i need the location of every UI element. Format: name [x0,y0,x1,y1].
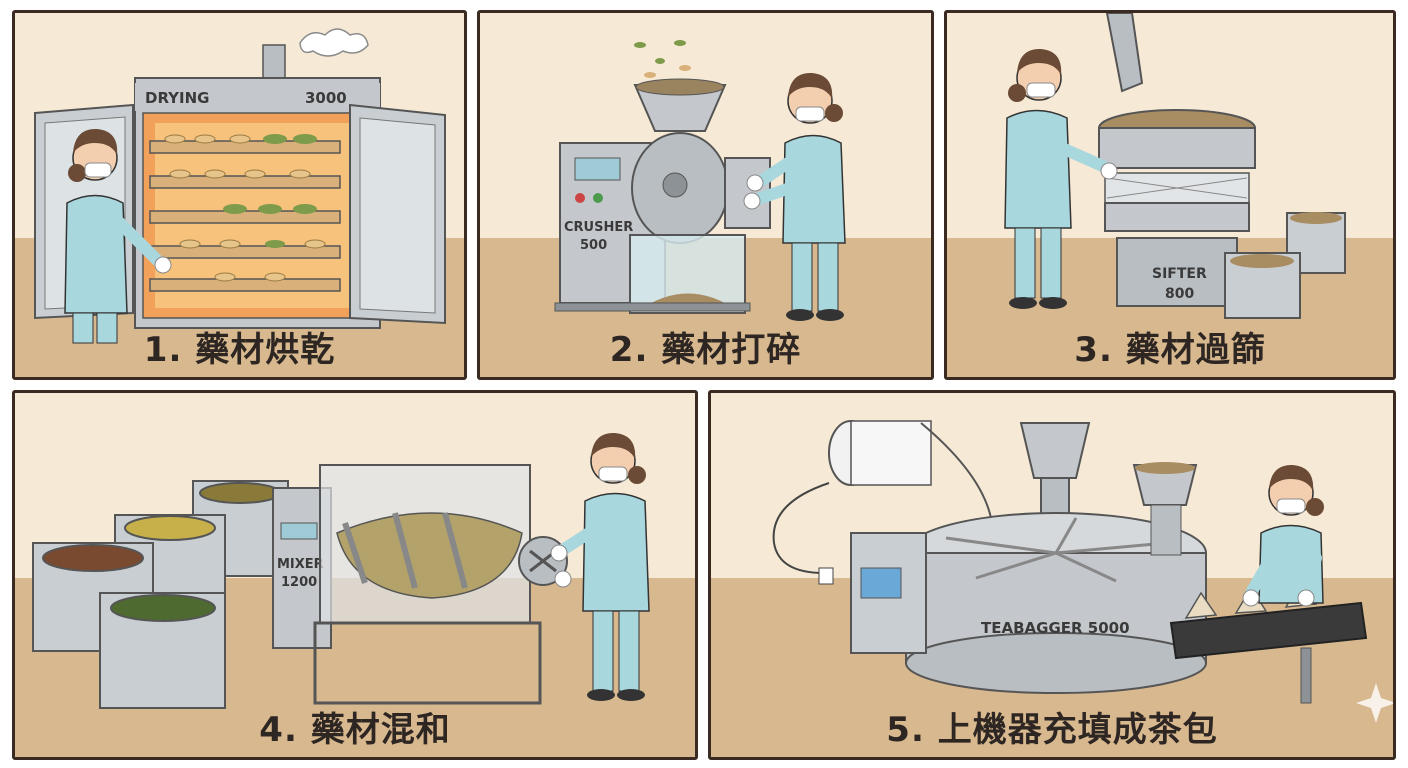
herb-bins [32,480,289,709]
worker [1004,48,1118,309]
panel-drying: DRYING 3000 1. 藥材烘乾 [12,10,467,380]
step-4-caption: 4. 藥材混和 [259,710,451,750]
step-5-caption: 5. 上機器充填成茶包 [886,710,1218,750]
sparkle-icon [1356,683,1393,723]
worker [1242,464,1324,607]
worker [64,128,172,344]
panel-teabagging: TEABAGGER 5000 5. 上機器充填成茶包 [708,390,1396,760]
crushing-scene: CRUSHER 500 [480,13,931,377]
teabagger-label: TEABAGGER 5000 [981,619,1130,637]
step-2-caption: 2. 藥材打碎 [609,330,802,370]
oven-label-left: DRYING [145,89,210,107]
sifter-label-bottom: 800 [1165,286,1194,302]
sifter-label-top: SIFTER [1152,266,1207,282]
teabagging-scene: TEABAGGER 5000 [711,393,1393,757]
step-3-caption: 3. 藥材過篩 [1074,330,1266,370]
worker [550,432,650,701]
crusher-label-bottom: 500 [580,238,607,253]
panel-sifting: SIFTER 800 3. 藥材過篩 [944,10,1396,380]
powder-bins [1224,212,1346,319]
sifting-scene: SIFTER 800 [947,13,1393,377]
crusher-label-top: CRUSHER [564,220,633,235]
mixing-scene: MIXER 1200 [15,393,695,757]
oven-label-right: 3000 [305,89,347,107]
steam-cloud [299,28,369,57]
mixer-label-bottom: 1200 [281,575,317,590]
panel-mixing: MIXER 1200 4. 藥材混和 [12,390,698,760]
worker [743,72,846,321]
drying-scene: DRYING 3000 [15,13,464,377]
step-1-caption: 1. 藥材烘乾 [143,330,336,370]
sifter-machine [1098,127,1256,169]
mixer-label-top: MIXER [277,557,324,572]
panel-crushing: CRUSHER 500 2. 藥材打碎 [477,10,934,380]
